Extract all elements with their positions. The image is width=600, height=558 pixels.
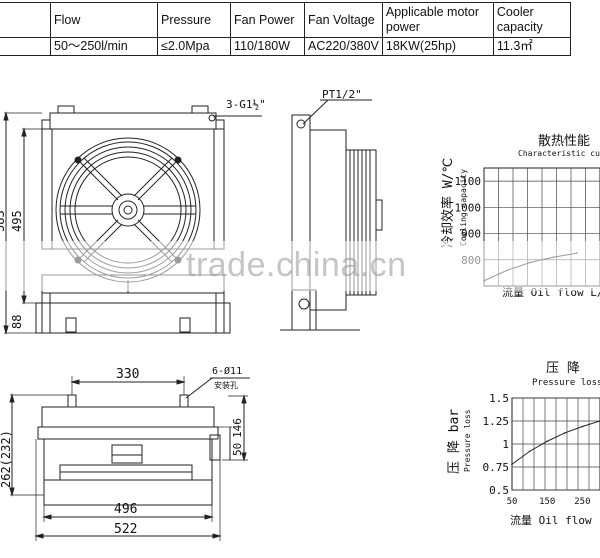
spec-value-fan-voltage: AC220/380V [304,37,383,56]
bottom-hole-note: 安装孔 [214,380,238,390]
spec-value-flow: 50～250l/min [50,37,158,56]
heat-chart-ytick: 1000 [455,201,482,214]
spec-header-fan-power: Fan Power [230,2,305,38]
spec-header-flow: Flow [50,2,158,38]
watermark-band [0,241,600,291]
bottom-view [9,376,250,541]
pressure-chart-point [528,450,531,453]
pressure-chart-ytick: 1 [502,438,509,451]
bottom-dim-330: 330 [116,367,139,382]
spec-value-row: 50～250l/min ≤2.0Mpa 110/180W AC220/380V … [0,37,571,56]
pressure-chart-ylabel-en: Pressure loss [463,409,472,472]
watermark: trade.china.cn [186,246,407,284]
bottom-dim-50: 50 [231,443,244,456]
pressure-chart-ytick: 1.5 [489,392,509,405]
front-dim-583: 583 [0,210,7,232]
spec-header-pressure: Pressure [157,2,231,38]
pressure-chart-title-en: Pressure loss [532,378,600,388]
pressure-chart-xtick: 50 [507,497,518,507]
front-dim-495: 495 [10,210,24,232]
heat-chart-ylabel-cn: 冷却效率 W/℃ [440,158,456,248]
bottom-dim-522: 522 [114,522,137,537]
heat-chart-ytick: 900 [461,228,481,241]
bottom-hole-label: 6-Ø11 [212,365,242,377]
front-view [3,105,262,335]
pressure-chart-point [511,463,513,466]
heat-chart-ylabel-en: Cooling capacity [459,169,468,246]
front-dim-88: 88 [10,315,24,329]
pressure-chart-ytick: 0.5 [489,484,509,497]
spec-value-cooler-capacity: 11.3㎡ [492,37,571,56]
side-view [280,99,383,331]
pressure-chart-point [581,425,584,428]
bottom-dim-496: 496 [114,502,137,517]
spec-value-fan-power: 110/180W [230,37,305,56]
heat-chart-title-en: Characteristic cu [518,149,600,158]
pressure-chart-ytick: 1.25 [483,415,510,428]
pressure-chart-title-cn: 压 降 [546,361,580,376]
pressure-chart-ytick: 0.75 [483,461,510,474]
spec-value-pressure: ≤2.0Mpa [157,37,231,56]
side-port-label: PT1/2" [322,88,362,101]
pressure-chart-xlabel: 流量 Oil flow [510,513,592,527]
heat-chart-title-cn: 散热性能 [538,134,590,149]
front-port-label: 3-G1½" [226,98,266,111]
spec-value-motor-power: 18KW(25hp) [381,37,494,56]
pressure-chart-xtick: 150 [539,497,555,507]
pressure-chart-xtick: 250 [574,497,590,507]
spec-table: Flow Pressure Fan Power Fan Voltage Appl… [0,2,571,56]
pressure-chart-point [564,432,566,434]
pressure-chart-point [546,440,548,443]
spec-header-cooler-capacity: Cooler capacity [492,2,571,38]
bottom-dim-262: 262(232) [0,430,13,488]
bottom-dim-146: 146 [231,418,244,438]
pressure-chart-series-line [511,420,600,465]
heat-chart-ytick: 1100 [455,175,482,188]
pressure-chart: 1.5 1.25 1 0.75 0.550 150 250 [483,392,600,507]
pressure-chart-ylabel-cn: 压 降 bar [447,409,462,474]
